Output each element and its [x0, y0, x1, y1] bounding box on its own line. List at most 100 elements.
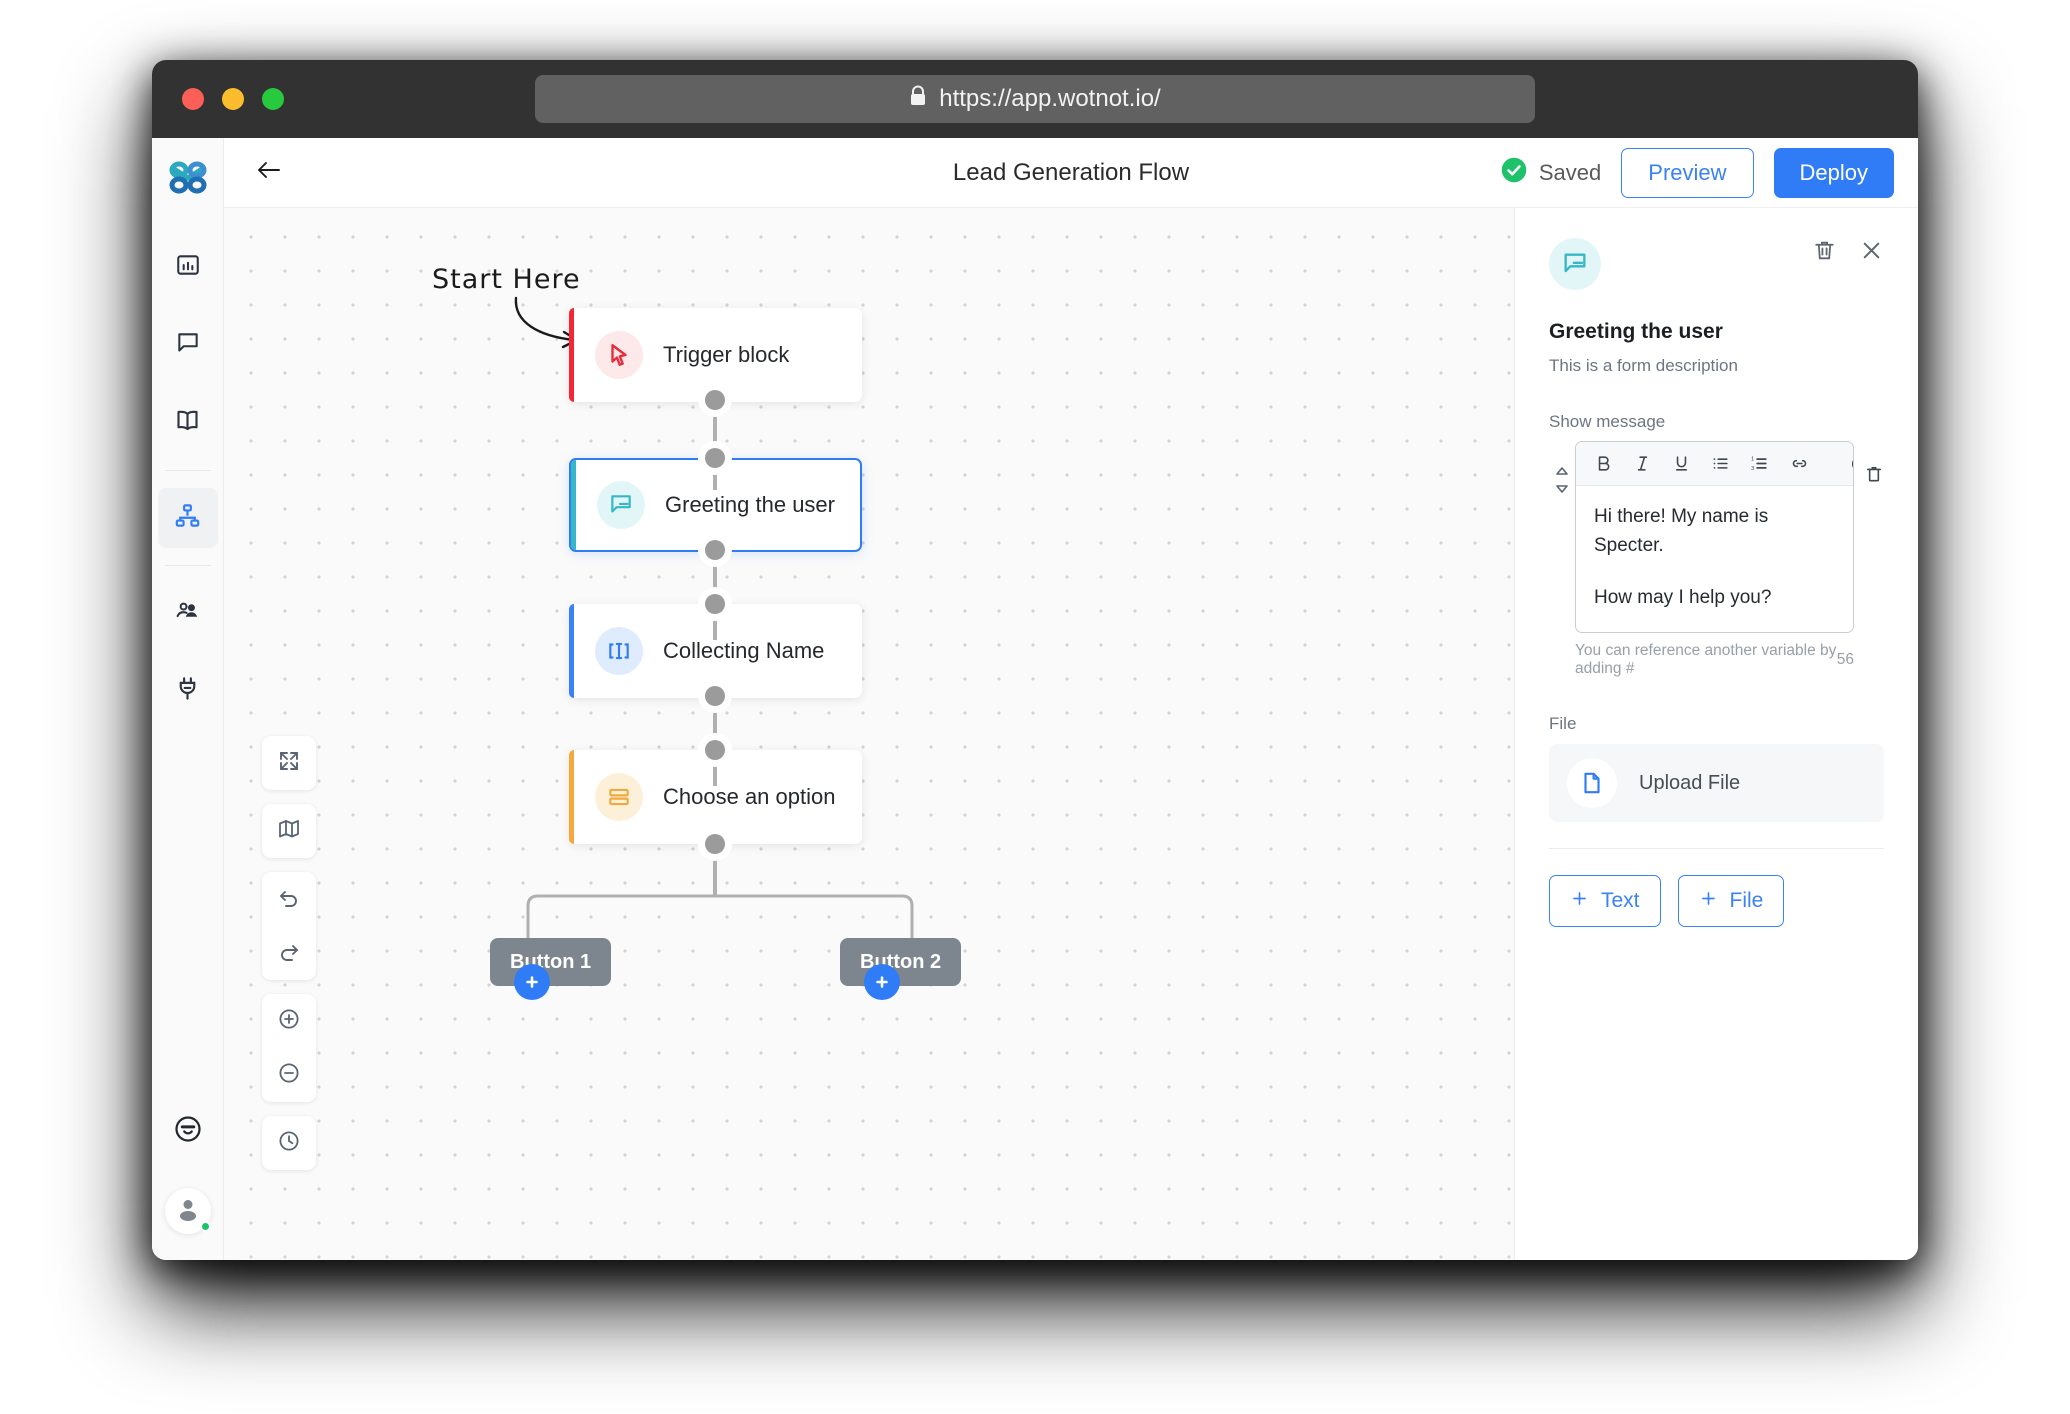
redo-button[interactable] [262, 926, 316, 980]
add-text-label: Text [1601, 889, 1640, 913]
editor-helper-row: You can reference another variable by ad… [1549, 642, 1884, 678]
bold-button[interactable] [1594, 454, 1613, 473]
saved-label: Saved [1538, 159, 1602, 185]
fit-to-screen-button[interactable] [262, 736, 316, 790]
upload-file-row[interactable]: Upload File [1549, 744, 1884, 823]
canvas-toolbar [262, 736, 316, 1170]
chat-bubble-icon [175, 330, 201, 361]
minus-circle-icon [277, 1061, 301, 1090]
minimap-button[interactable] [262, 804, 316, 858]
plug-icon [174, 675, 201, 707]
file-label: File [1549, 714, 1577, 734]
main-column: Lead Generation Flow Saved Preview Deplo… [224, 138, 1918, 1260]
zoom-in-button[interactable] [262, 994, 316, 1048]
sidebar-divider-2 [164, 565, 211, 566]
add-text-button[interactable]: Text [1549, 875, 1661, 928]
node-accent-bar [569, 308, 574, 402]
file-icon [1567, 758, 1617, 809]
users-icon [174, 597, 201, 629]
address-bar[interactable]: https://app.wotnot.io/ [535, 75, 1535, 123]
link-button[interactable] [1789, 454, 1810, 473]
body-split: Start Here [224, 208, 1918, 1260]
sidebar-item-knowledge-base[interactable] [158, 393, 218, 453]
deploy-button[interactable]: Deploy [1773, 147, 1894, 198]
help-face-icon [173, 1114, 203, 1149]
node-accent-bar [569, 604, 574, 698]
canvas-toolbar-group-history [262, 872, 316, 980]
close-panel-button[interactable] [1859, 238, 1884, 268]
avatar[interactable] [164, 1188, 211, 1234]
plus-icon [1699, 889, 1718, 914]
drag-handle[interactable] [1549, 441, 1575, 495]
undo-icon [277, 885, 301, 914]
branch-chip-button-2[interactable]: Button 2 [840, 938, 962, 986]
minimize-window-button[interactable] [222, 88, 244, 110]
svg-text:1: 1 [1751, 457, 1754, 463]
branch-chip-button-1[interactable]: Button 1 [490, 938, 612, 986]
bullet-list-button[interactable] [1711, 454, 1730, 473]
italic-button[interactable] [1633, 454, 1652, 473]
canvas-toolbar-group-fit [262, 736, 316, 790]
preview-button[interactable]: Preview [1621, 147, 1754, 198]
add-node-button[interactable] [514, 964, 550, 1000]
edge-choose-bus [713, 844, 717, 896]
cursor-icon [595, 331, 643, 379]
clock-icon [277, 1129, 301, 1158]
history-button[interactable] [262, 1116, 316, 1170]
add-node-button[interactable] [864, 964, 900, 1000]
browser-window: https://app.wotnot.io/ [152, 60, 1918, 1260]
back-button[interactable] [250, 154, 288, 192]
node-port[interactable] [698, 827, 732, 861]
delete-message-button[interactable] [1854, 441, 1884, 485]
fit-screen-icon [277, 749, 301, 778]
node-port[interactable] [698, 383, 732, 417]
add-file-button[interactable]: File [1677, 875, 1785, 928]
node-port[interactable] [698, 733, 732, 767]
plus-icon [1570, 889, 1589, 914]
sidebar-item-conversations[interactable] [158, 315, 218, 375]
sidebar-item-integrations[interactable] [158, 661, 218, 721]
check-circle-icon [1500, 156, 1528, 190]
underline-button[interactable] [1672, 454, 1691, 473]
node-port[interactable] [698, 679, 732, 713]
upload-file-label: Upload File [1639, 771, 1741, 794]
help-button[interactable] [158, 1101, 218, 1161]
sidebar-item-analytics[interactable] [158, 237, 218, 297]
canvas-toolbar-group-minimap [262, 804, 316, 858]
sidebar-divider [164, 470, 211, 471]
redo-icon [277, 939, 301, 968]
node-port[interactable] [698, 587, 732, 621]
sidebar-item-flow-builder[interactable] [157, 488, 218, 548]
app-shell: Lead Generation Flow Saved Preview Deplo… [152, 138, 1918, 1260]
panel-description: This is a form description [1549, 356, 1738, 375]
message-text[interactable]: Hi there! My name is Specter. How may I … [1576, 486, 1853, 632]
zoom-out-button[interactable] [262, 1048, 316, 1102]
flow-canvas[interactable]: Start Here [224, 208, 1514, 1260]
url-text: https://app.wotnot.io/ [939, 85, 1161, 112]
wotnot-logo[interactable] [162, 152, 214, 204]
close-window-button[interactable] [182, 88, 204, 110]
bar-chart-icon [175, 252, 201, 283]
chat-bubble-icon [1549, 238, 1601, 290]
emoji-button[interactable] [1850, 454, 1853, 474]
panel-header [1549, 238, 1884, 290]
node-port[interactable] [698, 533, 732, 567]
saved-status: Saved [1500, 156, 1601, 190]
arrow-left-icon [255, 158, 283, 187]
undo-button[interactable] [262, 872, 316, 926]
delete-node-button[interactable] [1812, 238, 1837, 268]
node-port[interactable] [698, 441, 732, 475]
message-line: How may I help you? [1594, 586, 1772, 608]
node-label: Collecting Name [663, 638, 825, 663]
plus-circle-icon [277, 1007, 301, 1036]
flow-node-trigger[interactable]: Trigger block [569, 308, 862, 402]
list-icon [595, 773, 643, 821]
sidebar-item-contacts[interactable] [158, 583, 218, 643]
add-file-label: File [1729, 889, 1764, 913]
map-icon [277, 817, 301, 846]
maximize-window-button[interactable] [262, 88, 284, 110]
